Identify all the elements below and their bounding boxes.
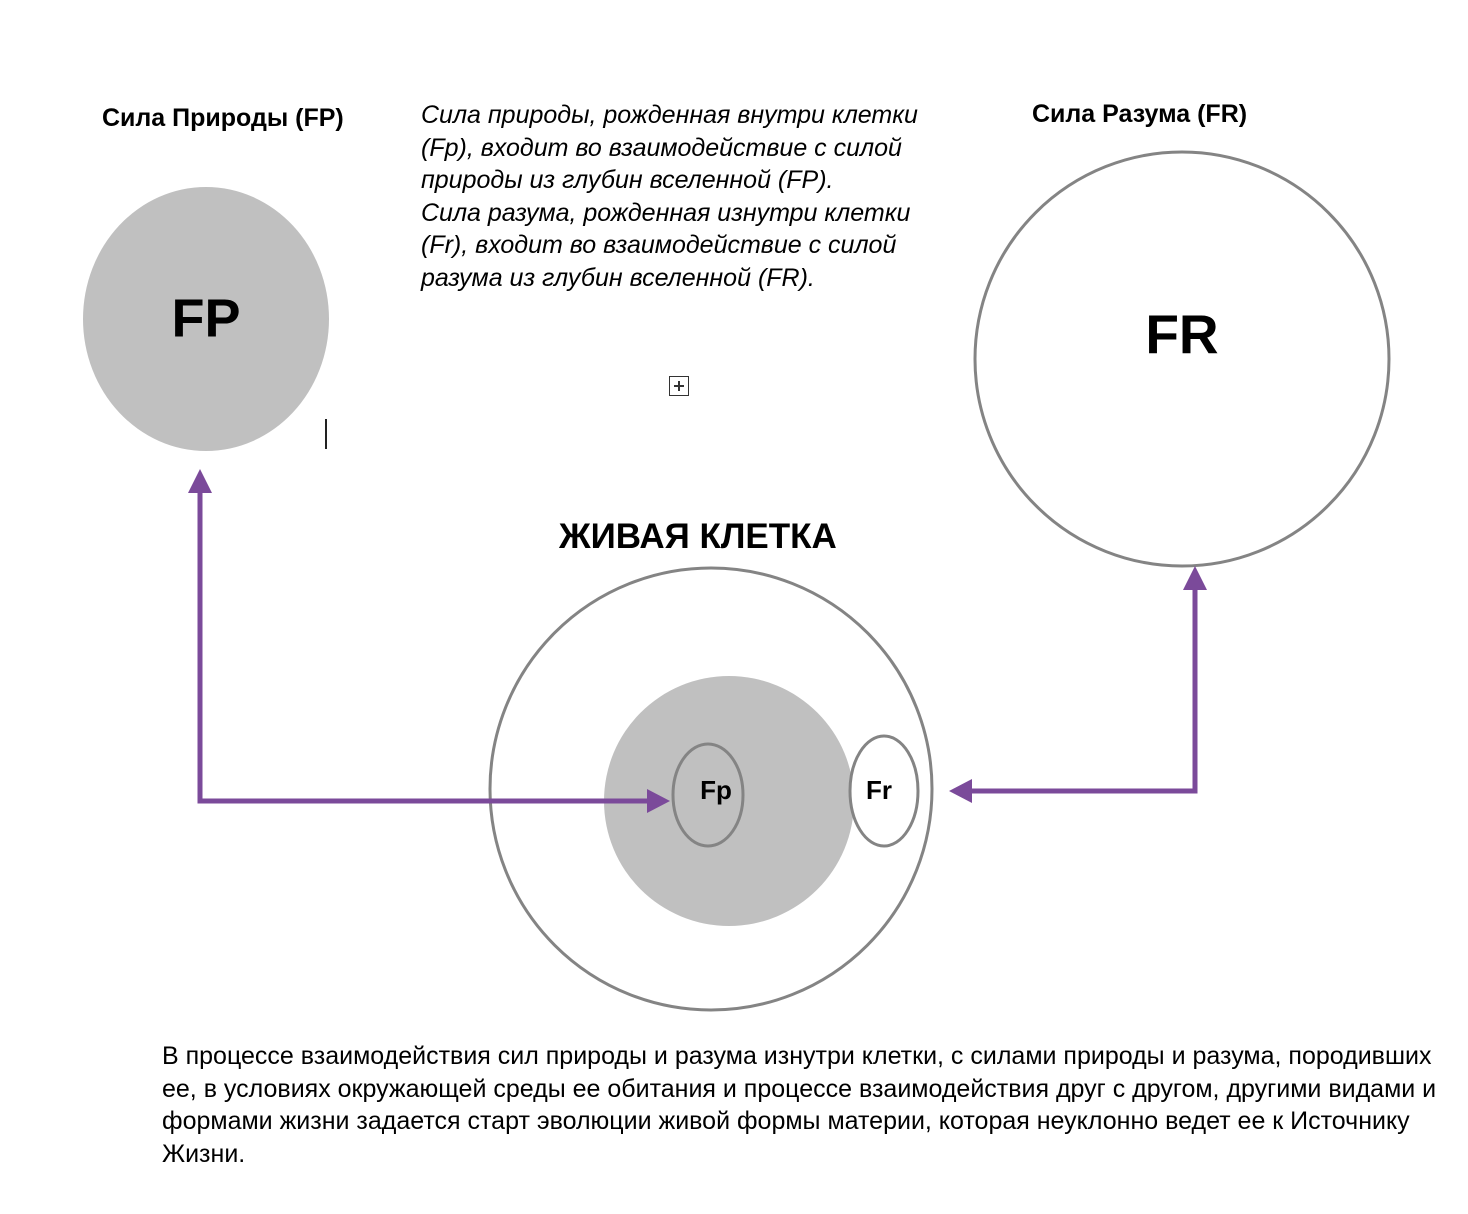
fr-cell-label: Fr xyxy=(866,775,892,805)
fp-connector-line xyxy=(197,492,650,804)
fr-arrowhead-up xyxy=(1183,566,1207,590)
fr-cell-ellipse xyxy=(848,734,920,848)
living-cell-title: ЖИВАЯ КЛЕТКА xyxy=(559,517,837,556)
fp-universe-circle xyxy=(83,187,329,451)
description-block: Сила природы, рожденная внутри клетки (F… xyxy=(421,99,951,294)
fp-arrowhead-right xyxy=(647,789,670,813)
fr-universe-label: FR xyxy=(1145,304,1218,366)
reason-force-heading: Сила Разума (FR) xyxy=(1032,100,1248,128)
fr-arrowhead-left xyxy=(949,779,972,803)
fp-cell-ellipse xyxy=(671,742,745,848)
fp-arrowhead-up xyxy=(188,469,212,493)
living-cell-nucleus xyxy=(604,676,854,926)
fp-cell-label: Fp xyxy=(700,775,732,805)
nature-force-heading: Сила Природы (FP) xyxy=(102,104,344,132)
text-cursor-icon xyxy=(325,419,327,449)
expand-plus-icon[interactable] xyxy=(669,376,689,396)
footer-paragraph: В процессе взаимодействия сил природы и … xyxy=(162,1040,1442,1170)
description-paragraph-reason: Сила разума, рожденная изнутри клетки (F… xyxy=(421,198,911,292)
footer-text: В процессе взаимодействия сил природы и … xyxy=(162,1042,1437,1168)
description-paragraph-nature: Сила природы, рожденная внутри клетки (F… xyxy=(421,101,918,194)
fp-universe-label: FP xyxy=(171,288,240,348)
fr-universe-circle xyxy=(973,150,1391,568)
fr-connector-line xyxy=(970,588,1198,794)
